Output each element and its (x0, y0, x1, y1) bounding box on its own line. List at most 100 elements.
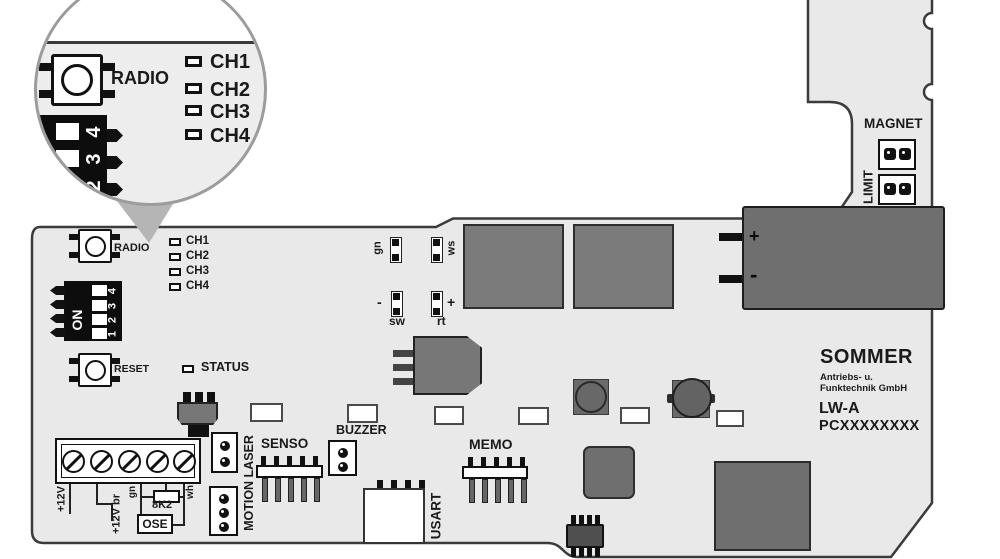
magnifier-dip-actuator (56, 123, 79, 140)
ch1-led (169, 238, 181, 246)
connector-pin (219, 508, 229, 518)
magnifier-ch2-led (185, 83, 202, 94)
senso-pin (313, 456, 318, 465)
wire-label-12v: +12V (55, 486, 68, 512)
ic-medium (583, 446, 635, 499)
magnet-connector (878, 139, 916, 170)
regulator-pin (393, 378, 417, 385)
inductor-nub (667, 394, 674, 403)
resistor-8k2-label: 8K2 (152, 499, 173, 511)
radio-pin (69, 252, 78, 258)
terminal-screw-1 (62, 450, 85, 473)
ose-box: OSE (137, 514, 173, 534)
wire-label-wh: wh (185, 485, 196, 499)
dip-pin (50, 314, 65, 323)
trimmer-body (177, 402, 218, 425)
ic-large (714, 461, 811, 551)
senso-pin-long (301, 478, 307, 502)
ch4-led (169, 283, 181, 291)
memo-pin (507, 457, 512, 466)
senso-pin (300, 456, 305, 465)
reset-button-cap (84, 359, 106, 381)
dip-pin (50, 286, 65, 295)
motor-connector-pin (719, 233, 743, 241)
senso-pin-long (262, 478, 268, 502)
smd-pad (716, 410, 744, 427)
ws-label: ws (445, 240, 458, 256)
magnifier-ch4-label: CH4 (210, 125, 251, 147)
dip-on-label: ON (69, 309, 85, 331)
magnifier-radio-pin (39, 63, 52, 71)
soic8-pin (579, 547, 584, 557)
memo-pin (494, 457, 499, 466)
magnifier-dip-pin (107, 156, 123, 169)
memo-pin-long (508, 479, 514, 503)
memo-pin-long (482, 479, 488, 503)
dip-digit-1: 1 (106, 330, 119, 338)
usart-pin (419, 480, 425, 488)
terminal-wiring (69, 484, 185, 526)
dip-pin (50, 328, 65, 337)
terminal-screw-4 (146, 450, 169, 473)
dip-digit-3: 3 (106, 302, 119, 310)
connector-pin (220, 441, 230, 451)
sw-test-pad (391, 291, 403, 317)
soic8-pin (571, 515, 576, 525)
gn-test-pad (390, 237, 402, 263)
connector-pin (338, 462, 348, 472)
memo-pin-long (521, 479, 527, 503)
ch1-label: CH1 (186, 235, 210, 247)
connector-pin (220, 457, 230, 467)
senso-header (256, 465, 323, 478)
capacitor-top (575, 381, 607, 413)
soic8-body (566, 524, 604, 548)
senso-pin (261, 456, 266, 465)
magnifier-ch4-led (185, 129, 202, 140)
status-label: STATUS (201, 360, 250, 374)
motor-plus-label: + (749, 226, 760, 246)
magnifier-ch3-label: CH3 (210, 101, 251, 123)
smd-pad (250, 403, 283, 422)
buzzer-connector (328, 440, 357, 476)
ch3-label: CH3 (186, 265, 210, 277)
limit-label: LIMIT (860, 170, 876, 204)
senso-pin (287, 456, 292, 465)
dip-digit-2: 2 (106, 316, 119, 324)
radio-pin (69, 234, 78, 240)
senso-pin (274, 456, 279, 465)
dip-actuator-4 (92, 285, 107, 296)
usart-pin (377, 480, 383, 488)
magnet-pin (884, 148, 896, 160)
limit-pin (899, 183, 911, 195)
magnifier-radio-pin (102, 90, 115, 98)
wire-label-gn: gn (127, 485, 138, 499)
memo-label: MEMO (469, 436, 513, 452)
magnifier-dip-pin (107, 129, 123, 142)
terminal-screw-2 (90, 450, 113, 473)
connector-pin (338, 448, 348, 458)
magnifier-ch3-led (185, 105, 202, 116)
ose-label: OSE (142, 517, 168, 531)
rt-label: rt (437, 314, 446, 328)
magnifier-dip-digit-2: 2 (83, 180, 105, 192)
ws-test-pad (431, 237, 443, 263)
magnifier-radio-pin (39, 90, 52, 98)
trimmer-pin (183, 392, 191, 404)
terminal-screw-5 (173, 450, 196, 473)
connector-pin (219, 522, 229, 532)
usart-pin (405, 480, 411, 488)
dip-digit-4: 4 (106, 287, 119, 295)
ch4-label: CH4 (186, 280, 210, 292)
buzzer-label: BUZZER (336, 423, 387, 437)
motor-connector-pin (719, 275, 743, 283)
reset-pin (69, 376, 78, 382)
sw-minus-label: - (377, 294, 382, 310)
regulator-pin (393, 350, 417, 357)
relay-1 (463, 224, 564, 309)
magnifier-board-edge (37, 0, 264, 44)
memo-pin (468, 457, 473, 466)
senso-pin-long (288, 478, 294, 502)
soic8-pin (571, 547, 576, 557)
terminal-screw-3 (118, 450, 141, 473)
